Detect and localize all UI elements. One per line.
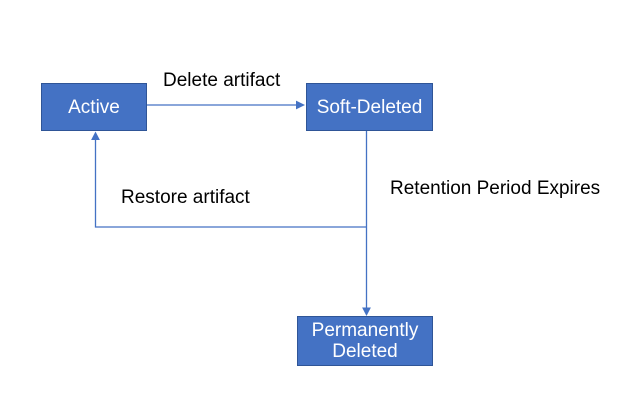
node-soft-deleted-label: Soft-Deleted	[316, 96, 423, 118]
edge-restore-line	[94, 140, 367, 228]
edge-delete-arrowhead-icon	[296, 100, 305, 110]
node-permanently-deleted: Permanently Deleted	[297, 316, 433, 366]
edge-label-delete-artifact: Delete artifact	[163, 70, 281, 91]
node-permanently-deleted-label: Permanently Deleted	[311, 320, 419, 362]
node-active: Active	[41, 83, 147, 131]
node-active-label: Active	[68, 96, 120, 118]
edge-label-retention-period-expires: Retention Period Expires	[390, 178, 601, 199]
edge-label-restore-artifact: Restore artifact	[121, 187, 250, 208]
node-soft-deleted: Soft-Deleted	[306, 83, 433, 131]
edge-retention-arrowhead-icon	[362, 307, 371, 316]
edge-restore-arrowhead-icon	[91, 131, 100, 140]
